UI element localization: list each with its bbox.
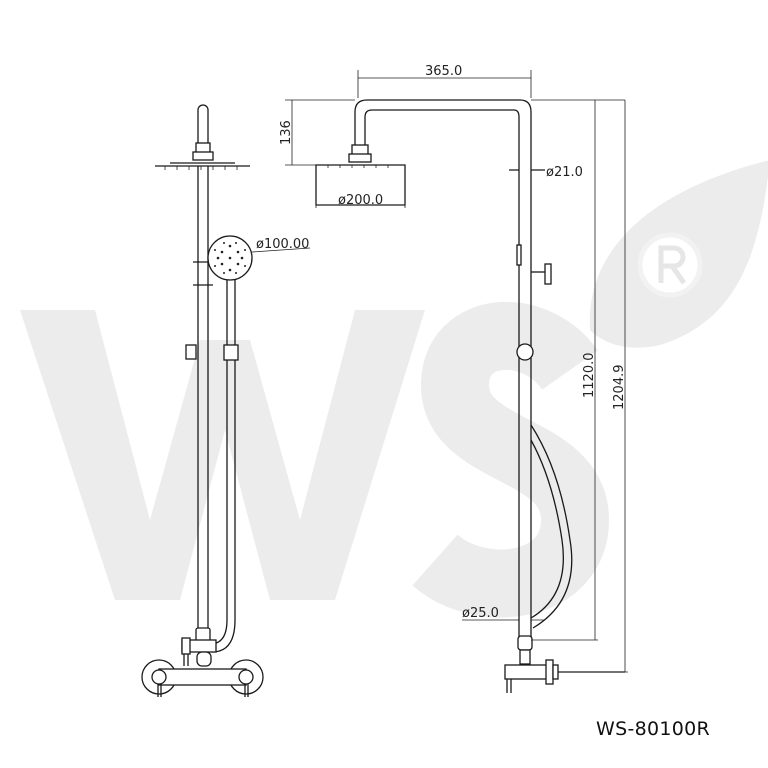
side-nozzles bbox=[327, 165, 389, 168]
side-valve-neck bbox=[519, 649, 531, 665]
gooseneck-top bbox=[197, 104, 209, 150]
nozzles bbox=[164, 166, 238, 170]
diverter-cap bbox=[181, 637, 191, 655]
dim-pipe-height: 1120.0 bbox=[582, 353, 597, 399]
dim-drop-height: 136 bbox=[279, 120, 294, 145]
watermark-letter-w bbox=[20, 310, 425, 600]
mixer-body bbox=[158, 668, 247, 686]
shower-head-plate bbox=[155, 162, 250, 167]
hot-handle[interactable] bbox=[151, 669, 167, 685]
shower-arm bbox=[354, 99, 532, 640]
top-valve-handle[interactable] bbox=[544, 263, 552, 285]
slider bbox=[223, 344, 239, 361]
dim-pipe-diameter-bottom: ø25.0 bbox=[462, 606, 499, 621]
head-nut bbox=[192, 151, 214, 161]
hand-hose bbox=[226, 280, 236, 620]
model-number: WS-80100R bbox=[596, 718, 711, 740]
dim-arm-length: 365.0 bbox=[425, 64, 462, 79]
side-slider-knob[interactable] bbox=[516, 343, 534, 361]
bracket bbox=[516, 244, 522, 266]
side-hose bbox=[530, 424, 573, 629]
side-lever bbox=[506, 679, 512, 693]
registered-mark-icon bbox=[658, 245, 687, 285]
side-view bbox=[315, 99, 625, 693]
watermark-logo bbox=[20, 160, 768, 618]
dim-hand-shower-diameter: ø100.00 bbox=[256, 237, 309, 252]
diverter-lever bbox=[183, 654, 189, 666]
side-lower-joint bbox=[517, 635, 533, 651]
hand-shower-holes bbox=[214, 242, 246, 274]
side-head-nut bbox=[348, 153, 372, 163]
slider-knob bbox=[185, 344, 197, 360]
dim-head-diameter: ø200.0 bbox=[338, 193, 383, 208]
side-flange bbox=[545, 659, 554, 685]
front-view bbox=[141, 104, 264, 697]
dimension-lines bbox=[251, 70, 628, 673]
side-flange-nut bbox=[552, 664, 559, 680]
cold-handle[interactable] bbox=[238, 669, 254, 685]
mixer-connector bbox=[196, 651, 212, 667]
dim-pipe-diameter-top: ø21.0 bbox=[546, 165, 583, 180]
main-pipe bbox=[197, 166, 209, 635]
side-mixer-body bbox=[504, 664, 548, 680]
handle-levers bbox=[157, 684, 249, 697]
dim-total-height: 1204.9 bbox=[612, 365, 627, 411]
watermark-letter-s bbox=[412, 301, 610, 618]
